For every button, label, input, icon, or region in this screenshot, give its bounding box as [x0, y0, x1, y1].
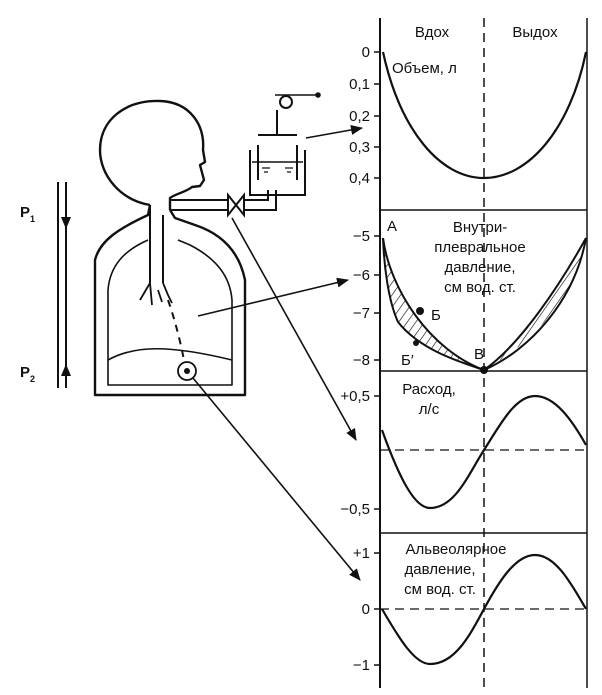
- alveolar-label-line: давление,: [405, 561, 476, 578]
- arrow-to-flow: [231, 217, 357, 441]
- point-a-label: А: [387, 218, 397, 235]
- volume-tick-label: 0: [362, 44, 370, 61]
- volume-tick-label: 0,2: [349, 108, 370, 125]
- pulley-circle: [279, 95, 293, 109]
- alveolus-circle: [177, 361, 197, 381]
- flow-label-line: Расход,: [402, 381, 456, 398]
- point-b-prime: [413, 340, 419, 346]
- probe-bar: [57, 182, 67, 388]
- flow-tick-label: −0,5: [340, 501, 370, 518]
- alveolar-tick-label: −1: [353, 657, 370, 674]
- panel-volume: Объем, л 0 0,1 0,2 0,3 0,4: [349, 44, 588, 187]
- pleural-label-line: Внутри-: [453, 219, 507, 236]
- pleural-curve-static: [382, 237, 587, 372]
- torso-outline: [93, 204, 247, 397]
- spirometer-bell: [257, 134, 298, 180]
- airway-dashed: [167, 299, 185, 361]
- flow-sensor: [227, 192, 245, 218]
- label-p2: P2: [20, 364, 35, 384]
- lung-outline: [107, 239, 233, 386]
- header-inhale: Вдох: [415, 24, 450, 41]
- pleural-tick-label: −5: [353, 228, 370, 245]
- human-figure: [93, 99, 247, 397]
- pointer-arrows: [192, 125, 363, 581]
- alveolar-tick-label: 0: [362, 601, 370, 618]
- arrow-to-pleural: [197, 277, 349, 317]
- alveolar-curve: [381, 553, 587, 666]
- point-b-prime-label: Б′: [401, 352, 414, 369]
- label-p1: P1: [20, 204, 35, 224]
- flow-tick-label: +0,5: [340, 388, 370, 405]
- panel-pleural: Внутри- плевральное давление, см вод. ст…: [353, 218, 587, 374]
- spirometer-float-left: [262, 167, 270, 173]
- pleural-tick-label: −6: [353, 267, 370, 284]
- arrow-to-volume: [305, 125, 363, 139]
- spirometer-vessel: [249, 150, 306, 196]
- flow-label-line: л/с: [419, 401, 440, 418]
- pleural-label-line: давление,: [445, 259, 516, 276]
- point-b: [416, 307, 424, 315]
- pleural-label-line: плевральное: [434, 239, 525, 256]
- pleural-hatched-inhale: [383, 238, 484, 370]
- head-outline: [98, 99, 207, 210]
- alveolar-label-line: Альвеолярное: [406, 541, 507, 558]
- flow-curve: [380, 394, 587, 510]
- header-exhale: Выдох: [512, 24, 558, 41]
- volume-tick-label: 0,4: [349, 170, 370, 187]
- spirometer-float-right: [285, 167, 293, 173]
- pleural-hatched-exhale: [484, 238, 586, 370]
- bronchi: [139, 282, 173, 306]
- alveolar-label-line: см вод. ст.: [404, 581, 476, 598]
- volume-tick-label: 0,3: [349, 139, 370, 156]
- pulley-end: [315, 92, 321, 98]
- panel-alveolar: Альвеолярное давление, см вод. ст. +1 0 …: [353, 541, 587, 674]
- pressure-probes: [57, 182, 71, 388]
- pleural-tick-label: −8: [353, 352, 370, 369]
- volume-tick-label: 0,1: [349, 76, 370, 93]
- chart-frame: [379, 18, 588, 688]
- diaphragm-line: [107, 347, 233, 361]
- arrow-to-alveolar: [192, 377, 361, 581]
- pleural-label-line: см вод. ст.: [444, 279, 516, 296]
- alveolar-ticks: [374, 552, 380, 666]
- point-v-label: В: [474, 346, 484, 363]
- alveolus-dot: [184, 368, 190, 374]
- volume-ticks: [374, 51, 380, 179]
- point-v: [480, 366, 488, 374]
- pleural-ticks: [374, 235, 380, 361]
- pleural-tick-label: −7: [353, 305, 370, 322]
- breathing-apparatus: [170, 92, 321, 218]
- flow-ticks: [374, 395, 380, 510]
- alveolar-tick-label: +1: [353, 545, 370, 562]
- tube-to-spirometer: [244, 190, 277, 211]
- panel-flow: Расход, л/с +0,5 −0,5: [340, 381, 587, 518]
- point-b-label: Б: [431, 307, 441, 324]
- volume-label: Объем, л: [392, 60, 457, 77]
- mouth-tube: [170, 199, 228, 211]
- volume-curve: [381, 51, 588, 180]
- trachea: [149, 205, 164, 283]
